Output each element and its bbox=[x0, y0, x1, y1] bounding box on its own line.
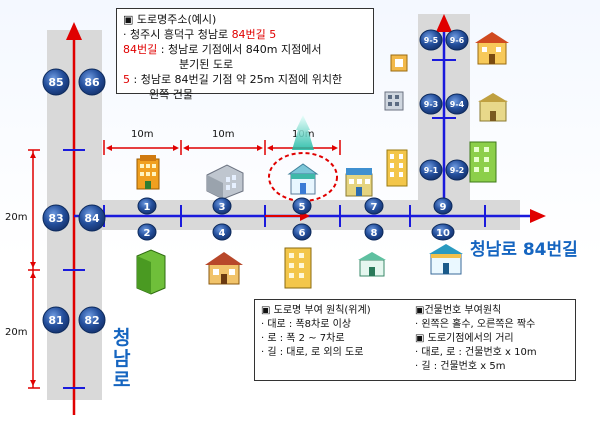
main-number-badges bbox=[42, 68, 106, 334]
example-line-1: · 청주시 흥덕구 청남로 84번길 5 bbox=[123, 27, 367, 42]
rules-left: ▣ 도로명 부여 원칙(위계) · 대로 : 폭8차로 이상 · 로 : 폭 2… bbox=[261, 304, 411, 360]
rules-left-item: · 로 : 폭 2 ~ 7차로 bbox=[261, 333, 345, 344]
house-icon bbox=[205, 252, 243, 285]
badge-85: 85 bbox=[48, 76, 63, 89]
rules-right-item: · 왼쪽은 홀수, 오른쪽은 짝수 bbox=[415, 319, 536, 330]
branch-road-arrowhead bbox=[530, 209, 546, 223]
example-line-5: 왼쪽 건물 bbox=[149, 88, 193, 101]
square-bullet-icon: ▣ bbox=[123, 13, 137, 26]
shop-icon bbox=[287, 163, 319, 195]
building-icon bbox=[384, 91, 404, 111]
badge-9-2: 9-2 bbox=[450, 166, 464, 175]
badge-5: 5 bbox=[299, 202, 306, 213]
example-line-2-text: : 청남로 기점에서 840m 지점에서 bbox=[157, 43, 322, 56]
example-line-2-highlight: 84번길 bbox=[123, 43, 158, 56]
building-icon bbox=[386, 149, 408, 187]
badge-86: 86 bbox=[84, 76, 100, 89]
example-box: ▣ 도로명주소(예시) · 청주시 흥덕구 청남로 84번길 5 84번길 : … bbox=[116, 8, 374, 101]
distance-label-1: 10m bbox=[131, 129, 153, 140]
badge-9-5: 9-5 bbox=[424, 36, 439, 45]
badge-9-6: 9-6 bbox=[450, 36, 465, 45]
example-title-row: ▣ 도로명주소(예시) bbox=[123, 12, 367, 27]
badge-82: 82 bbox=[84, 314, 99, 327]
square-bullet-icon: ▣ bbox=[261, 305, 274, 316]
badge-8: 8 bbox=[371, 228, 378, 239]
rules-right: ▣건물번호 부여원칙 · 왼쪽은 홀수, 오른쪽은 짝수 ▣ 도로기점에서의 거… bbox=[415, 304, 575, 374]
building-icon bbox=[136, 249, 166, 295]
vertical-dimensions bbox=[28, 149, 40, 389]
rules-right-title: ▣건물번호 부여원칙 bbox=[415, 305, 502, 316]
shop-icon bbox=[358, 252, 386, 277]
rules-box: ▣ 도로명 부여 원칙(위계) · 대로 : 폭8차로 이상 · 로 : 폭 2… bbox=[254, 299, 576, 381]
badge-9-1: 9-1 bbox=[424, 166, 439, 175]
badge-3: 3 bbox=[219, 202, 226, 213]
rules-left-title-row: ▣ 도로명 부여 원칙(위계) bbox=[261, 304, 411, 318]
badge-2: 2 bbox=[144, 228, 151, 239]
building-icon bbox=[136, 155, 160, 190]
building-icon bbox=[469, 141, 497, 183]
main-street-label: 청남로 bbox=[113, 327, 131, 391]
branch-number-badges bbox=[137, 197, 455, 241]
rules-left-item: · 대로 : 폭8차로 이상 bbox=[261, 319, 352, 330]
building-icon bbox=[206, 164, 244, 200]
badge-84: 84 bbox=[84, 212, 100, 225]
distance-dimensions bbox=[103, 140, 341, 155]
main-road-arrowhead bbox=[66, 22, 82, 40]
example-line-1-text: · 청주시 흥덕구 청남로 bbox=[123, 28, 232, 41]
rules-left-item: · 길 : 대로, 로 외의 도로 bbox=[261, 347, 364, 358]
shop-icon bbox=[429, 244, 463, 275]
example-line-4: 5 : 청남로 84번길 기점 약 25m 지점에 위치한 bbox=[123, 72, 367, 87]
branch-street-label: 청남로 84번길 bbox=[470, 240, 578, 260]
badge-6: 6 bbox=[299, 228, 306, 239]
badge-9-3: 9-3 bbox=[424, 100, 438, 109]
vertical-arrowheads bbox=[30, 152, 36, 386]
rules-left-title: 도로명 부여 원칙(위계) bbox=[273, 305, 371, 316]
rules-right-title-2: ▣ 도로기점에서의 거리 bbox=[415, 333, 514, 344]
example-title: 도로명주소(예시) bbox=[136, 13, 217, 26]
badge-81: 81 bbox=[48, 314, 63, 327]
badge-9: 9 bbox=[440, 202, 447, 213]
example-line-3: 분기된 도로 bbox=[179, 58, 234, 71]
example-line-4-text: : 청남로 84번길 기점 약 25m 지점에 위치한 bbox=[130, 73, 343, 86]
badge-1: 1 bbox=[144, 202, 151, 213]
vertical-distance-label-1: 20m bbox=[5, 212, 27, 223]
rules-right-item: · 길 : 건물번호 x 5m bbox=[415, 361, 506, 372]
distance-arrowheads bbox=[106, 145, 338, 151]
side-road-arrowhead bbox=[436, 14, 452, 32]
vertical-distance-label-2: 20m bbox=[5, 327, 27, 338]
house-icon bbox=[478, 93, 508, 122]
badge-7: 7 bbox=[371, 202, 378, 213]
badge-83: 83 bbox=[48, 212, 63, 225]
building-icon bbox=[345, 168, 373, 197]
example-line-2: 84번길 : 청남로 기점에서 840m 지점에서 bbox=[123, 42, 367, 57]
building-icon bbox=[390, 54, 408, 72]
example-line-1-highlight: 84번길 5 bbox=[231, 28, 277, 41]
badge-4: 4 bbox=[219, 228, 226, 239]
side-number-badges bbox=[419, 29, 469, 181]
example-line-4-highlight: 5 bbox=[123, 73, 130, 86]
pointer-arrow bbox=[292, 115, 314, 150]
house-icon bbox=[475, 32, 509, 65]
badge-10: 10 bbox=[436, 228, 450, 239]
rules-right-item: · 대로, 로 : 건물번호 x 10m bbox=[415, 347, 537, 358]
badge-9-4: 9-4 bbox=[450, 100, 465, 109]
distance-label-2: 10m bbox=[212, 129, 234, 140]
building-icon bbox=[284, 247, 312, 289]
